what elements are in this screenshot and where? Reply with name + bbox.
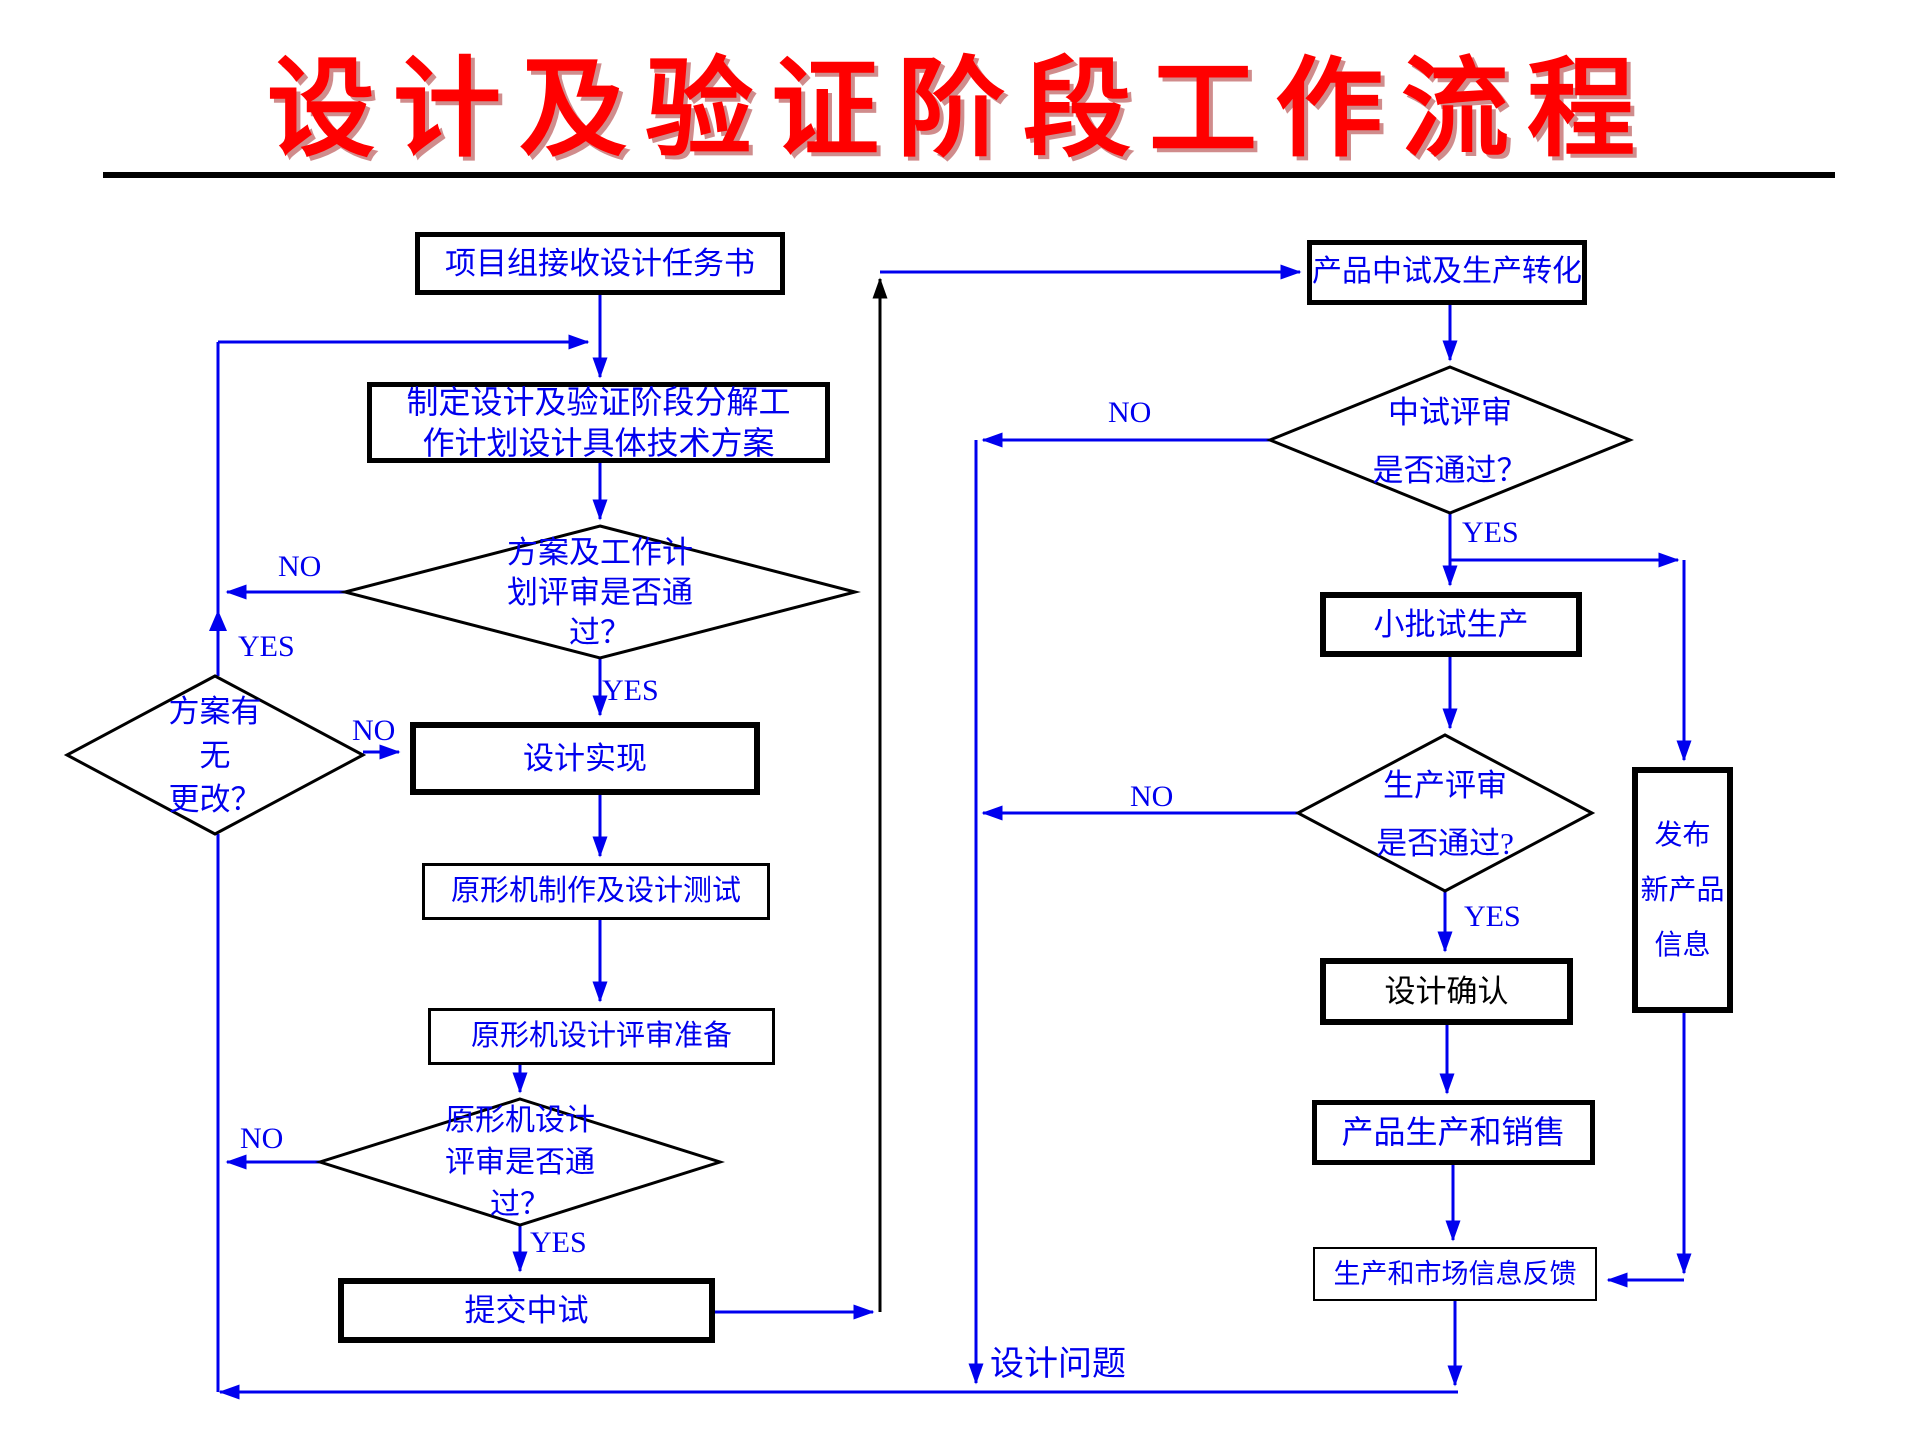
edge-label-prototype-review-no: NO — [240, 1122, 284, 1155]
node-submit-pilot: 提交中试 — [338, 1278, 715, 1343]
node-prototype-prep: 原形机设计评审准备 — [428, 1008, 775, 1065]
node-market-feedback: 生产和市场信息反馈 — [1313, 1247, 1597, 1301]
node-receive-task: 项目组接收设计任务书 — [415, 232, 785, 295]
decision-plan-review — [339, 524, 861, 660]
node-release-info: 发布 新产品 信息 — [1632, 767, 1733, 1013]
decision-production-review — [1294, 733, 1596, 893]
node-pilot-transfer: 产品中试及生产转化 — [1307, 240, 1587, 305]
edge-label-plan-changed-no: NO — [352, 714, 396, 747]
node-make-plan: 制定设计及验证阶段分解工 作计划设计具体技术方案 — [367, 382, 830, 463]
decision-prototype-review-label: 原形机设计 评审是否通 过？ — [445, 1104, 595, 1221]
page-title: 设计及验证阶段工作流程 — [266, 51, 1653, 170]
node-design-impl: 设计实现 — [410, 722, 760, 795]
edge-label-production-review-yes: YES — [1464, 900, 1521, 933]
node-design-confirm: 设计确认 — [1320, 958, 1573, 1025]
edge-label-design-problem: 设计问题 — [990, 1346, 1126, 1383]
title-divider — [103, 172, 1835, 178]
edge-label-plan-review-no: NO — [278, 550, 322, 583]
edge-label-pilot-review-yes: YES — [1462, 516, 1519, 549]
decision-plan-review-label: 方案及工作计 划评审是否通 过？ — [507, 535, 693, 650]
decision-pilot-review-label: 中试评审 是否通过？ — [1372, 395, 1528, 488]
edge-label-prototype-review-yes: YES — [530, 1226, 587, 1259]
decision-production-review-label: 生产评审 是否通过? — [1376, 768, 1514, 861]
decision-prototype-review — [315, 1097, 725, 1227]
node-production-sales: 产品生产和销售 — [1312, 1100, 1595, 1165]
edge-label-production-review-no: NO — [1130, 780, 1174, 813]
edge-label-pilot-review-no: NO — [1108, 396, 1152, 429]
node-prototype-build: 原形机制作及设计测试 — [422, 863, 770, 920]
decision-plan-changed-label: 方案有 无 更改？ — [168, 694, 262, 817]
edge-label-plan-changed-yes: YES — [238, 630, 295, 663]
edge-label-plan-review-yes: YES — [602, 674, 659, 707]
decision-pilot-review — [1266, 365, 1634, 515]
node-small-batch: 小批试生产 — [1320, 592, 1582, 657]
decision-plan-changed — [63, 674, 367, 836]
